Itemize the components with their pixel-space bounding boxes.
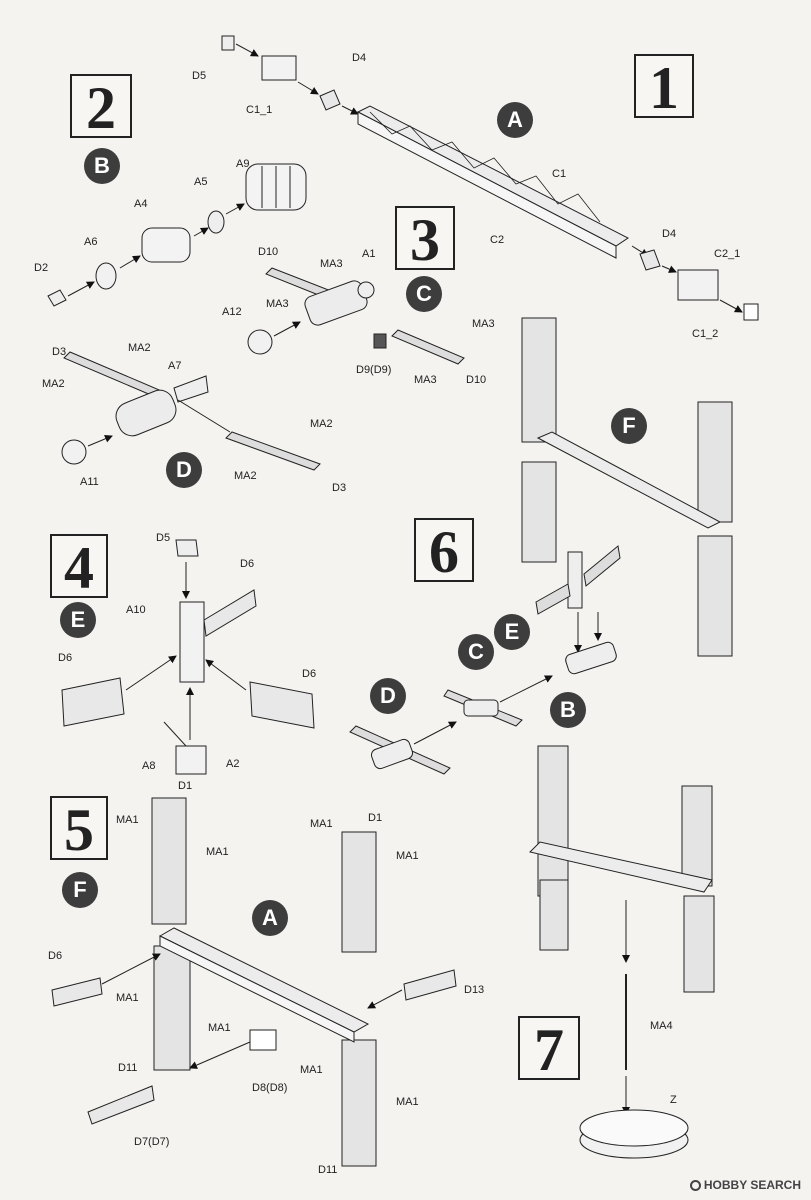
part-label: MA2 — [310, 418, 333, 430]
subassembly-badge-e: E — [60, 602, 96, 638]
part-label: MA4 — [650, 1020, 673, 1032]
part-label: MA2 — [234, 470, 257, 482]
part-label: D4 — [662, 228, 677, 240]
part-label: D5 — [156, 532, 171, 544]
part-label: D3 — [332, 482, 347, 494]
watermark-text: HOBBY SEARCH — [703, 1178, 801, 1192]
part-label: D6 — [240, 558, 255, 570]
part-label: D6 — [58, 652, 73, 664]
part-label: MA3 — [472, 318, 495, 330]
step-number-2: 2 — [70, 74, 132, 140]
part-label: D3 — [52, 346, 67, 358]
step6-station-assembly — [349, 317, 733, 775]
part-label: C1_2 — [692, 328, 719, 340]
step6-badge-f: F — [611, 408, 647, 444]
step7-stand-assembly — [529, 745, 715, 1159]
part-label: D7(D7) — [134, 1136, 170, 1148]
step2-module-assembly — [47, 163, 307, 307]
part-label: D1 — [368, 812, 383, 824]
subassembly-badge-f: F — [62, 872, 98, 908]
step4-module-assembly — [61, 539, 315, 775]
step-number-5: 5 — [50, 796, 108, 862]
part-label: MA3 — [320, 258, 343, 270]
step3-module-assembly — [247, 267, 465, 365]
step-number-7: 7 — [518, 1016, 580, 1082]
part-label: D2 — [34, 262, 49, 274]
part-label: D1 — [178, 780, 193, 792]
step-number-6: 6 — [414, 518, 474, 584]
part-label: A9 — [236, 158, 250, 170]
part-label: D10 — [466, 374, 487, 386]
part-label: MA1 — [310, 818, 333, 830]
part-label: MA1 — [396, 850, 419, 862]
step-number-1: 1 — [634, 54, 694, 120]
step-number-3: 3 — [395, 206, 455, 272]
part-label: MA1 — [396, 1096, 419, 1108]
part-label: A7 — [168, 360, 182, 372]
part-label: MA2 — [42, 378, 65, 390]
part-label: A4 — [134, 198, 148, 210]
watermark-logo-icon — [689, 1180, 701, 1192]
step6-badge-e: E — [494, 614, 530, 650]
subassembly-badge-a: A — [497, 102, 533, 138]
module-d-assembly — [61, 351, 321, 471]
part-label: D8(D8) — [252, 1082, 288, 1094]
step1-truss-assembly — [221, 35, 759, 321]
part-label: D9(D9) — [356, 364, 392, 376]
subassembly-badge-b: B — [84, 148, 120, 184]
part-label: A6 — [84, 236, 98, 248]
part-label: A12 — [222, 306, 242, 318]
step6-badge-d: D — [370, 678, 406, 714]
part-label: A8 — [142, 760, 156, 772]
part-label: MA1 — [116, 814, 139, 826]
part-label: Z — [670, 1094, 677, 1106]
subassembly-badge-c: C — [406, 276, 442, 312]
part-label: D11 — [318, 1164, 338, 1176]
watermark: HOBBY SEARCH — [689, 1178, 801, 1192]
part-label: A2 — [226, 758, 240, 770]
part-label: A10 — [126, 604, 146, 616]
part-label: D10 — [258, 246, 279, 258]
part-label: A11 — [80, 476, 99, 488]
part-label: MA2 — [128, 342, 151, 354]
part-label: MA1 — [206, 846, 229, 858]
part-label: MA1 — [208, 1022, 231, 1034]
part-label: MA3 — [266, 298, 289, 310]
step6-badge-b: B — [550, 692, 586, 728]
part-label: D6 — [48, 950, 63, 962]
part-label: D11 — [118, 1062, 138, 1074]
part-label: MA1 — [300, 1064, 323, 1076]
part-label: C1 — [552, 168, 567, 180]
step5-truss-array-assembly — [51, 797, 457, 1167]
part-label: D6 — [302, 668, 317, 680]
part-label: C2 — [490, 234, 505, 246]
part-label: D5 — [192, 70, 207, 82]
part-label: D4 — [352, 52, 367, 64]
part-label: MA3 — [414, 374, 437, 386]
step-number-4: 4 — [50, 534, 108, 600]
step6-badge-c: C — [458, 634, 494, 670]
part-label: D13 — [464, 984, 485, 996]
part-label: MA1 — [116, 992, 139, 1004]
subassembly-badge-d: D — [166, 452, 202, 488]
part-label: A1 — [362, 248, 376, 260]
part-label: A5 — [194, 176, 208, 188]
step5-badge-a: A — [252, 900, 288, 936]
part-label: C2_1 — [714, 248, 741, 260]
part-label: C1_1 — [246, 104, 273, 116]
